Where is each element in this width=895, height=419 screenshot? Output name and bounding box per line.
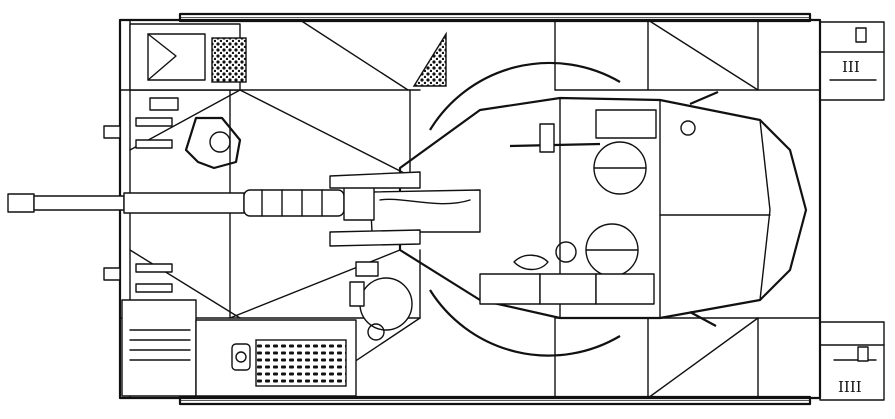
main-gun — [7, 185, 375, 221]
rear-deck-upper — [129, 23, 247, 91]
engine-grille-lower — [255, 339, 347, 387]
turret-ring — [429, 61, 621, 357]
vent-grille-right — [412, 31, 447, 87]
lower-track-tally: IIII — [838, 378, 862, 396]
rear-deck-lower — [195, 319, 357, 397]
upper-track-end: III — [819, 21, 885, 101]
engine-grille-upper — [211, 37, 247, 83]
tow-shackle — [184, 116, 242, 170]
smoke-dischargers — [329, 171, 421, 247]
upper-track-tally: III — [842, 58, 860, 76]
side-fittings — [103, 97, 179, 293]
turret-bulge — [349, 261, 413, 341]
lower-track-end: IIII — [819, 321, 885, 401]
turret — [369, 90, 808, 327]
